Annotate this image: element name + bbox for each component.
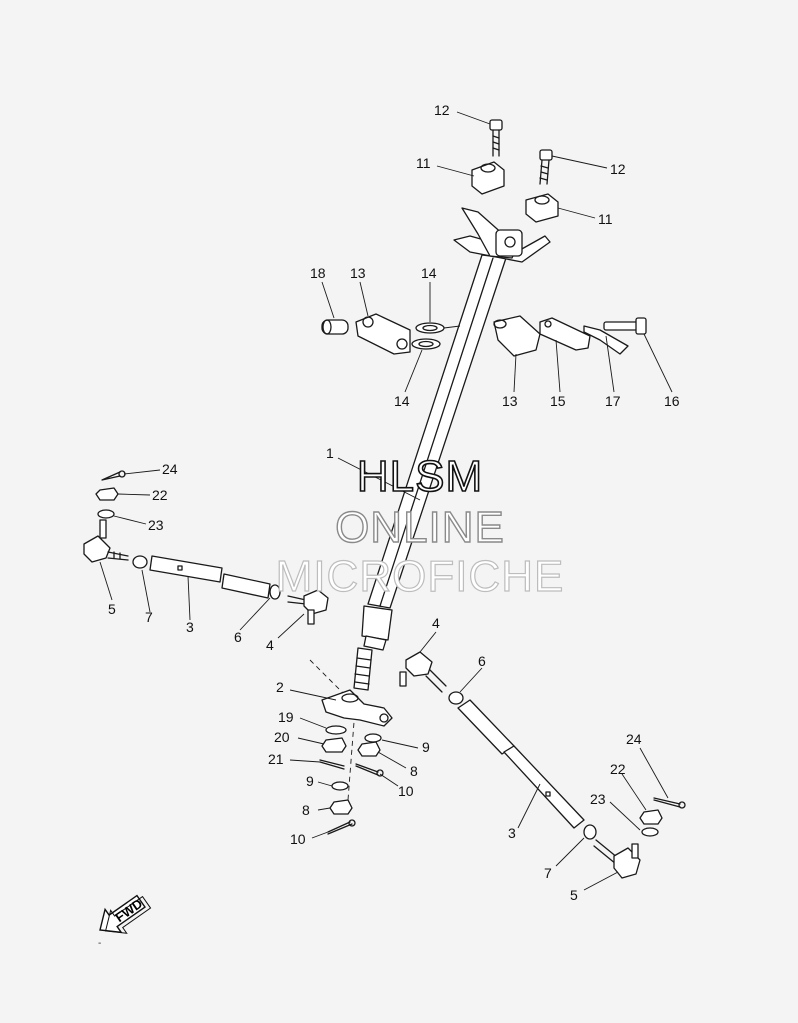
callout-14: 14 [394,393,410,409]
callout-19: 19 [278,709,294,725]
callout-16: 16 [664,393,680,409]
callout-22: 22 [152,487,168,503]
mid-bracket-group [321,313,647,357]
callout-24: 24 [162,461,178,477]
callout-3: 3 [186,619,194,635]
watermark-line-3: MICROFICHE [275,551,565,601]
watermark-line-1: HLSM [356,451,484,502]
callout-8: 8 [302,802,310,818]
fwd-arrow: FWD [99,894,152,934]
callout-13: 13 [350,265,366,281]
upper-clamps [471,119,559,223]
callout-1: 1 [326,445,334,461]
right-tie-rod [399,651,686,879]
left-tie-rod [83,470,329,625]
callout-23: 23 [148,517,164,533]
pitman-arm-group [309,659,393,835]
callout-14: 14 [421,265,437,281]
callout-6: 6 [234,629,242,645]
callout-4: 4 [432,615,440,631]
callout-9: 9 [306,773,314,789]
callout-2: 2 [276,679,284,695]
callout-20: 20 [274,729,290,745]
callout-3: 3 [508,825,516,841]
footnote-mark: - [98,938,102,949]
leader-lines [99,111,673,891]
callout-21: 21 [268,751,284,767]
steering-column [353,207,551,691]
callout-17: 17 [605,393,621,409]
callout-22: 22 [610,761,626,777]
callout-13: 13 [502,393,518,409]
callout-11: 11 [416,155,431,171]
callout-9: 9 [422,739,430,755]
callout-6: 6 [478,653,486,669]
callout-4: 4 [266,637,274,653]
callout-11: 11 [598,211,613,227]
callout-8: 8 [410,763,418,779]
callout-24: 24 [626,731,642,747]
callout-numbers: 12 11 12 11 18 13 14 14 13 15 17 16 1 24… [108,102,680,903]
callout-10: 10 [398,783,414,799]
callout-18: 18 [310,265,326,281]
callout-12: 12 [434,102,450,118]
callout-10: 10 [290,831,306,847]
watermark-line-2: ONLINE [334,502,505,552]
callout-23: 23 [590,791,606,807]
callout-15: 15 [550,393,566,409]
callout-12: 12 [610,161,626,177]
callout-5: 5 [108,601,116,617]
callout-5: 5 [570,887,578,903]
callout-7: 7 [544,865,552,881]
callout-7: 7 [145,609,153,625]
